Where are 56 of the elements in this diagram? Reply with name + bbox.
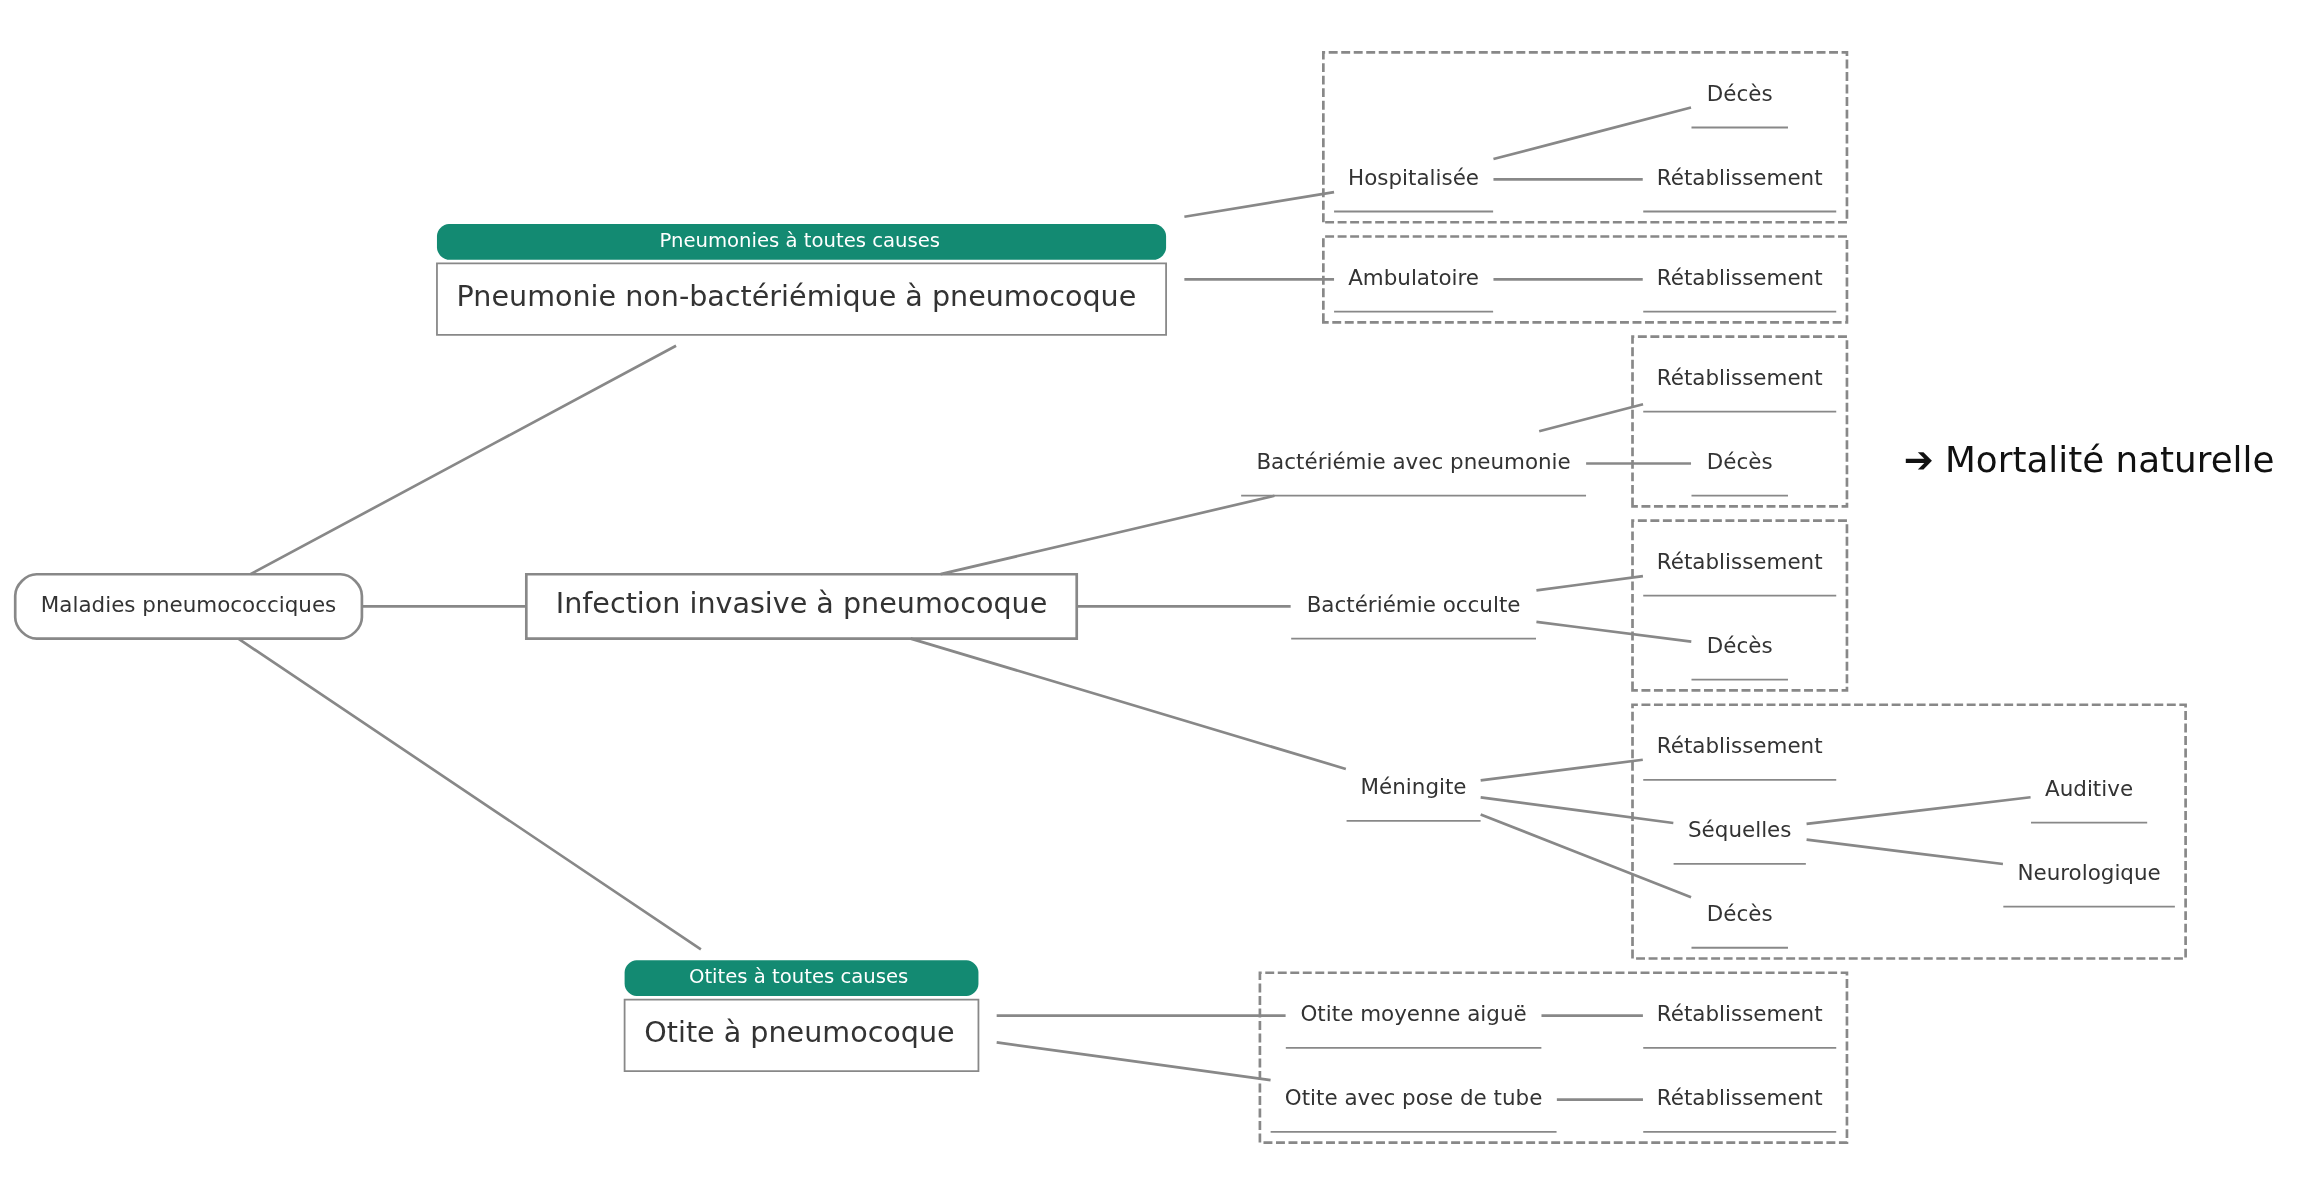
connector bbox=[1493, 278, 1643, 281]
node-text: Rétablissement bbox=[1656, 1001, 1823, 1027]
node-text: Otite moyenne aiguë bbox=[1300, 1001, 1527, 1027]
node-box: Maladies pneumococciques bbox=[13, 572, 364, 640]
connector bbox=[940, 494, 1275, 576]
node-text: Hospitalisée bbox=[1348, 164, 1480, 190]
node-text: Otite avec pose de tube bbox=[1284, 1085, 1543, 1111]
node-text: Décès bbox=[1706, 901, 1773, 927]
node-text: Rétablissement bbox=[1656, 365, 1823, 391]
connector bbox=[1541, 1014, 1643, 1017]
connector bbox=[1586, 462, 1692, 465]
cluster bbox=[1631, 519, 1849, 692]
connector bbox=[1480, 796, 1674, 825]
cluster bbox=[1631, 335, 1849, 508]
connector bbox=[1493, 106, 1692, 161]
connector bbox=[1536, 574, 1644, 592]
connector bbox=[362, 605, 526, 608]
connector bbox=[1480, 758, 1643, 782]
node-text: Rétablissement bbox=[1656, 733, 1823, 759]
node-text: Rétablissement bbox=[1656, 264, 1823, 290]
connector bbox=[1536, 620, 1692, 643]
node-text: Décès bbox=[1706, 80, 1773, 106]
cluster bbox=[1322, 51, 1849, 224]
cluster bbox=[1631, 703, 2187, 960]
node-text: Bactériémie avec pneumonie bbox=[1256, 449, 1571, 475]
connector bbox=[1538, 402, 1644, 433]
connector bbox=[237, 637, 702, 951]
connector bbox=[249, 344, 677, 576]
node-text: Rétablissement bbox=[1656, 1085, 1823, 1111]
node-box: Infection invasive à pneumocoque bbox=[524, 572, 1079, 640]
connector bbox=[1806, 838, 2004, 866]
connector bbox=[1184, 278, 1335, 281]
connector bbox=[910, 637, 1347, 771]
cluster bbox=[1258, 971, 1849, 1144]
connector bbox=[1556, 1098, 1643, 1101]
node-text: Méningite bbox=[1360, 774, 1467, 800]
node-text: Ambulatoire bbox=[1348, 264, 1480, 290]
node-text: Décès bbox=[1706, 633, 1773, 659]
connector bbox=[996, 1014, 1286, 1017]
node-text: Décès bbox=[1706, 449, 1773, 475]
node-text: Neurologique bbox=[2017, 860, 2161, 886]
node-text: Séquelles bbox=[1688, 817, 1792, 843]
connector bbox=[1077, 605, 1291, 608]
node-text: Rétablissement bbox=[1656, 549, 1823, 575]
node-text: Bactériémie occulte bbox=[1306, 591, 1521, 617]
connector bbox=[996, 1041, 1271, 1082]
label: ➔ Mortalité naturelle bbox=[1903, 439, 2275, 481]
cluster bbox=[1322, 235, 1849, 324]
node-text: Auditive bbox=[2045, 776, 2134, 802]
connector bbox=[1806, 795, 2031, 826]
connector bbox=[1184, 190, 1335, 219]
connector bbox=[1493, 178, 1643, 181]
node-text: Rétablissement bbox=[1656, 164, 1823, 190]
connector bbox=[1480, 813, 1692, 899]
node-label: Pneumonies à toutes causes bbox=[659, 228, 941, 252]
node-label: Otites à toutes causes bbox=[688, 965, 909, 989]
